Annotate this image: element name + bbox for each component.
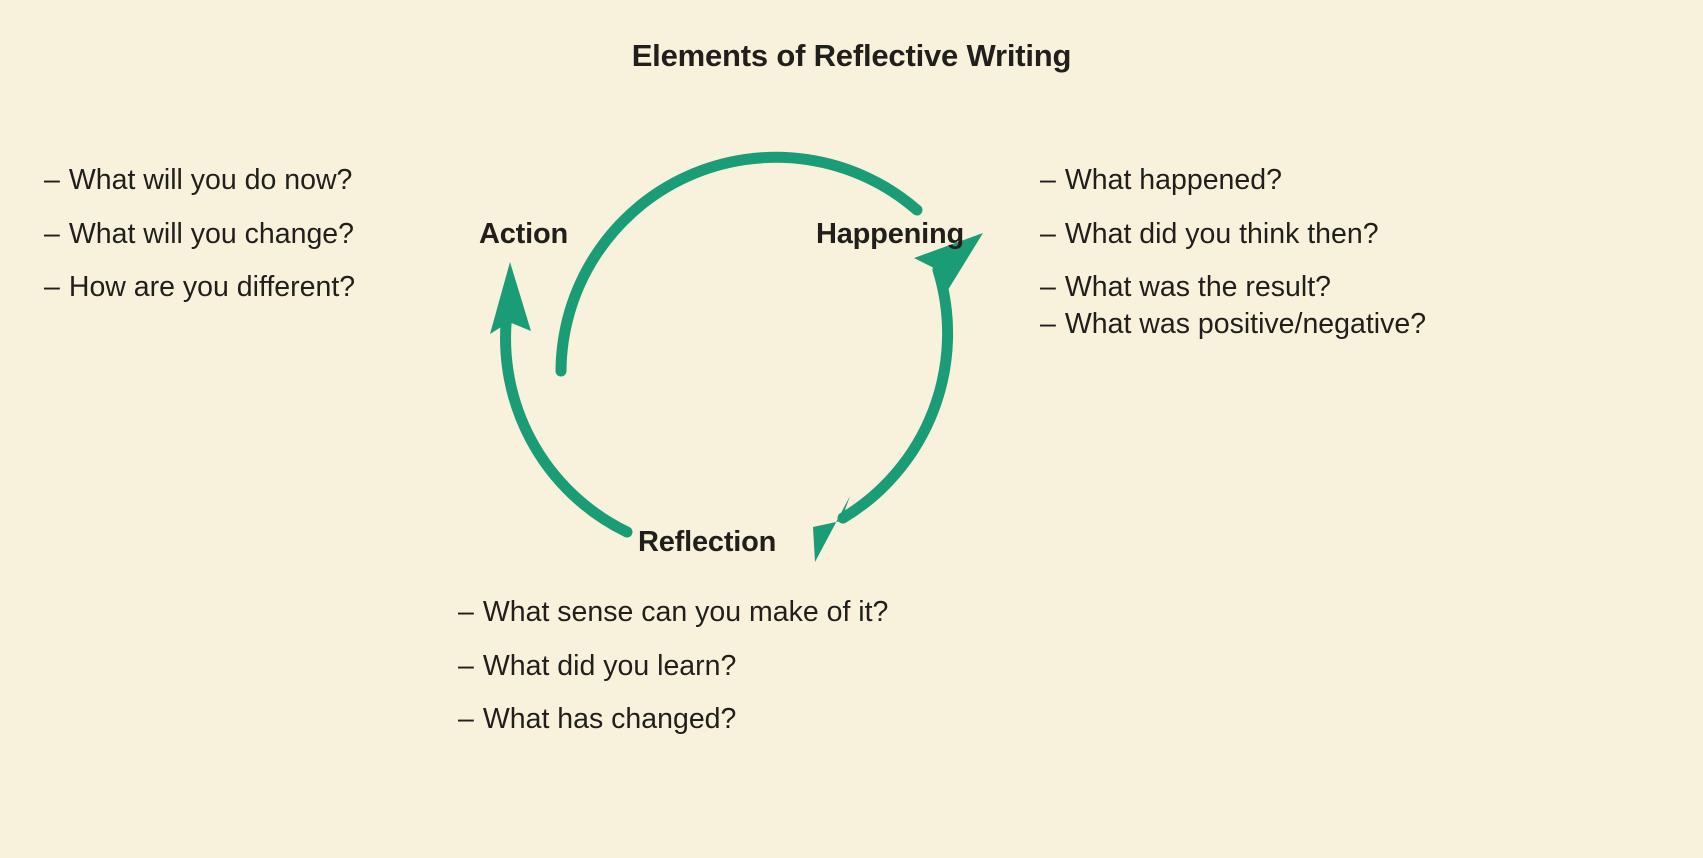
dash-bullet: – <box>458 596 474 628</box>
node-label-happening: Happening <box>816 218 965 250</box>
list-item-text: What was the result? <box>1064 271 1331 303</box>
dash-bullet: – <box>1040 307 1056 340</box>
list-item-text: What has changed? <box>482 703 737 735</box>
list-item-text: What will you do now? <box>68 164 353 196</box>
list-item: –What did you learn? <box>458 649 888 682</box>
arc-happening-to-reflection <box>837 264 954 524</box>
dash-bullet: – <box>458 703 474 735</box>
dash-bullet: – <box>1040 217 1056 250</box>
list-item-text: What sense can you make of it? <box>482 596 889 628</box>
list-item: –What did you think then? <box>1040 217 1426 250</box>
dash-bullet: – <box>458 649 474 682</box>
arrowhead-to-happening <box>914 233 983 298</box>
dash-bullet: – <box>44 271 60 303</box>
list-item-text: What was positive/negative? <box>1064 307 1427 340</box>
node-label-reflection: Reflection <box>638 526 777 558</box>
list-item-text: How are you different? <box>68 271 356 303</box>
question-list-happening: –What happened? –What did you think then… <box>1040 166 1426 363</box>
list-item: –How are you different? <box>44 273 355 302</box>
list-item: –What was the result? <box>1040 273 1426 302</box>
arc-reflection-to-action <box>500 300 633 538</box>
question-list-action: –What will you do now? –What will you ch… <box>44 166 355 327</box>
dash-bullet: – <box>44 217 60 250</box>
dash-bullet: – <box>1040 164 1056 196</box>
list-item: –What has changed? <box>458 705 888 734</box>
list-item: –What happened? <box>1040 166 1426 195</box>
list-item: –What sense can you make of it? <box>458 598 888 627</box>
list-item-text: What did you think then? <box>1064 217 1379 250</box>
dash-bullet: – <box>1040 271 1056 303</box>
list-item-text: What will you change? <box>68 217 355 250</box>
question-list-reflection: –What sense can you make of it? –What di… <box>458 598 888 759</box>
list-item-text: What did you learn? <box>482 649 737 682</box>
arc-action-to-happening <box>555 151 923 377</box>
arrowhead-to-reflection <box>813 496 850 562</box>
list-item-text: What happened? <box>1064 164 1282 196</box>
dash-bullet: – <box>44 164 60 196</box>
node-label-action: Action <box>479 218 569 250</box>
list-item: –What will you do now? <box>44 166 355 195</box>
page-title: Elements of Reflective Writing <box>631 38 1072 73</box>
reflective-cycle-graphic <box>490 151 983 562</box>
arrowhead-to-action <box>490 262 531 334</box>
list-item: –What will you change? <box>44 217 355 250</box>
list-item: –What was positive/negative? <box>1040 307 1427 340</box>
